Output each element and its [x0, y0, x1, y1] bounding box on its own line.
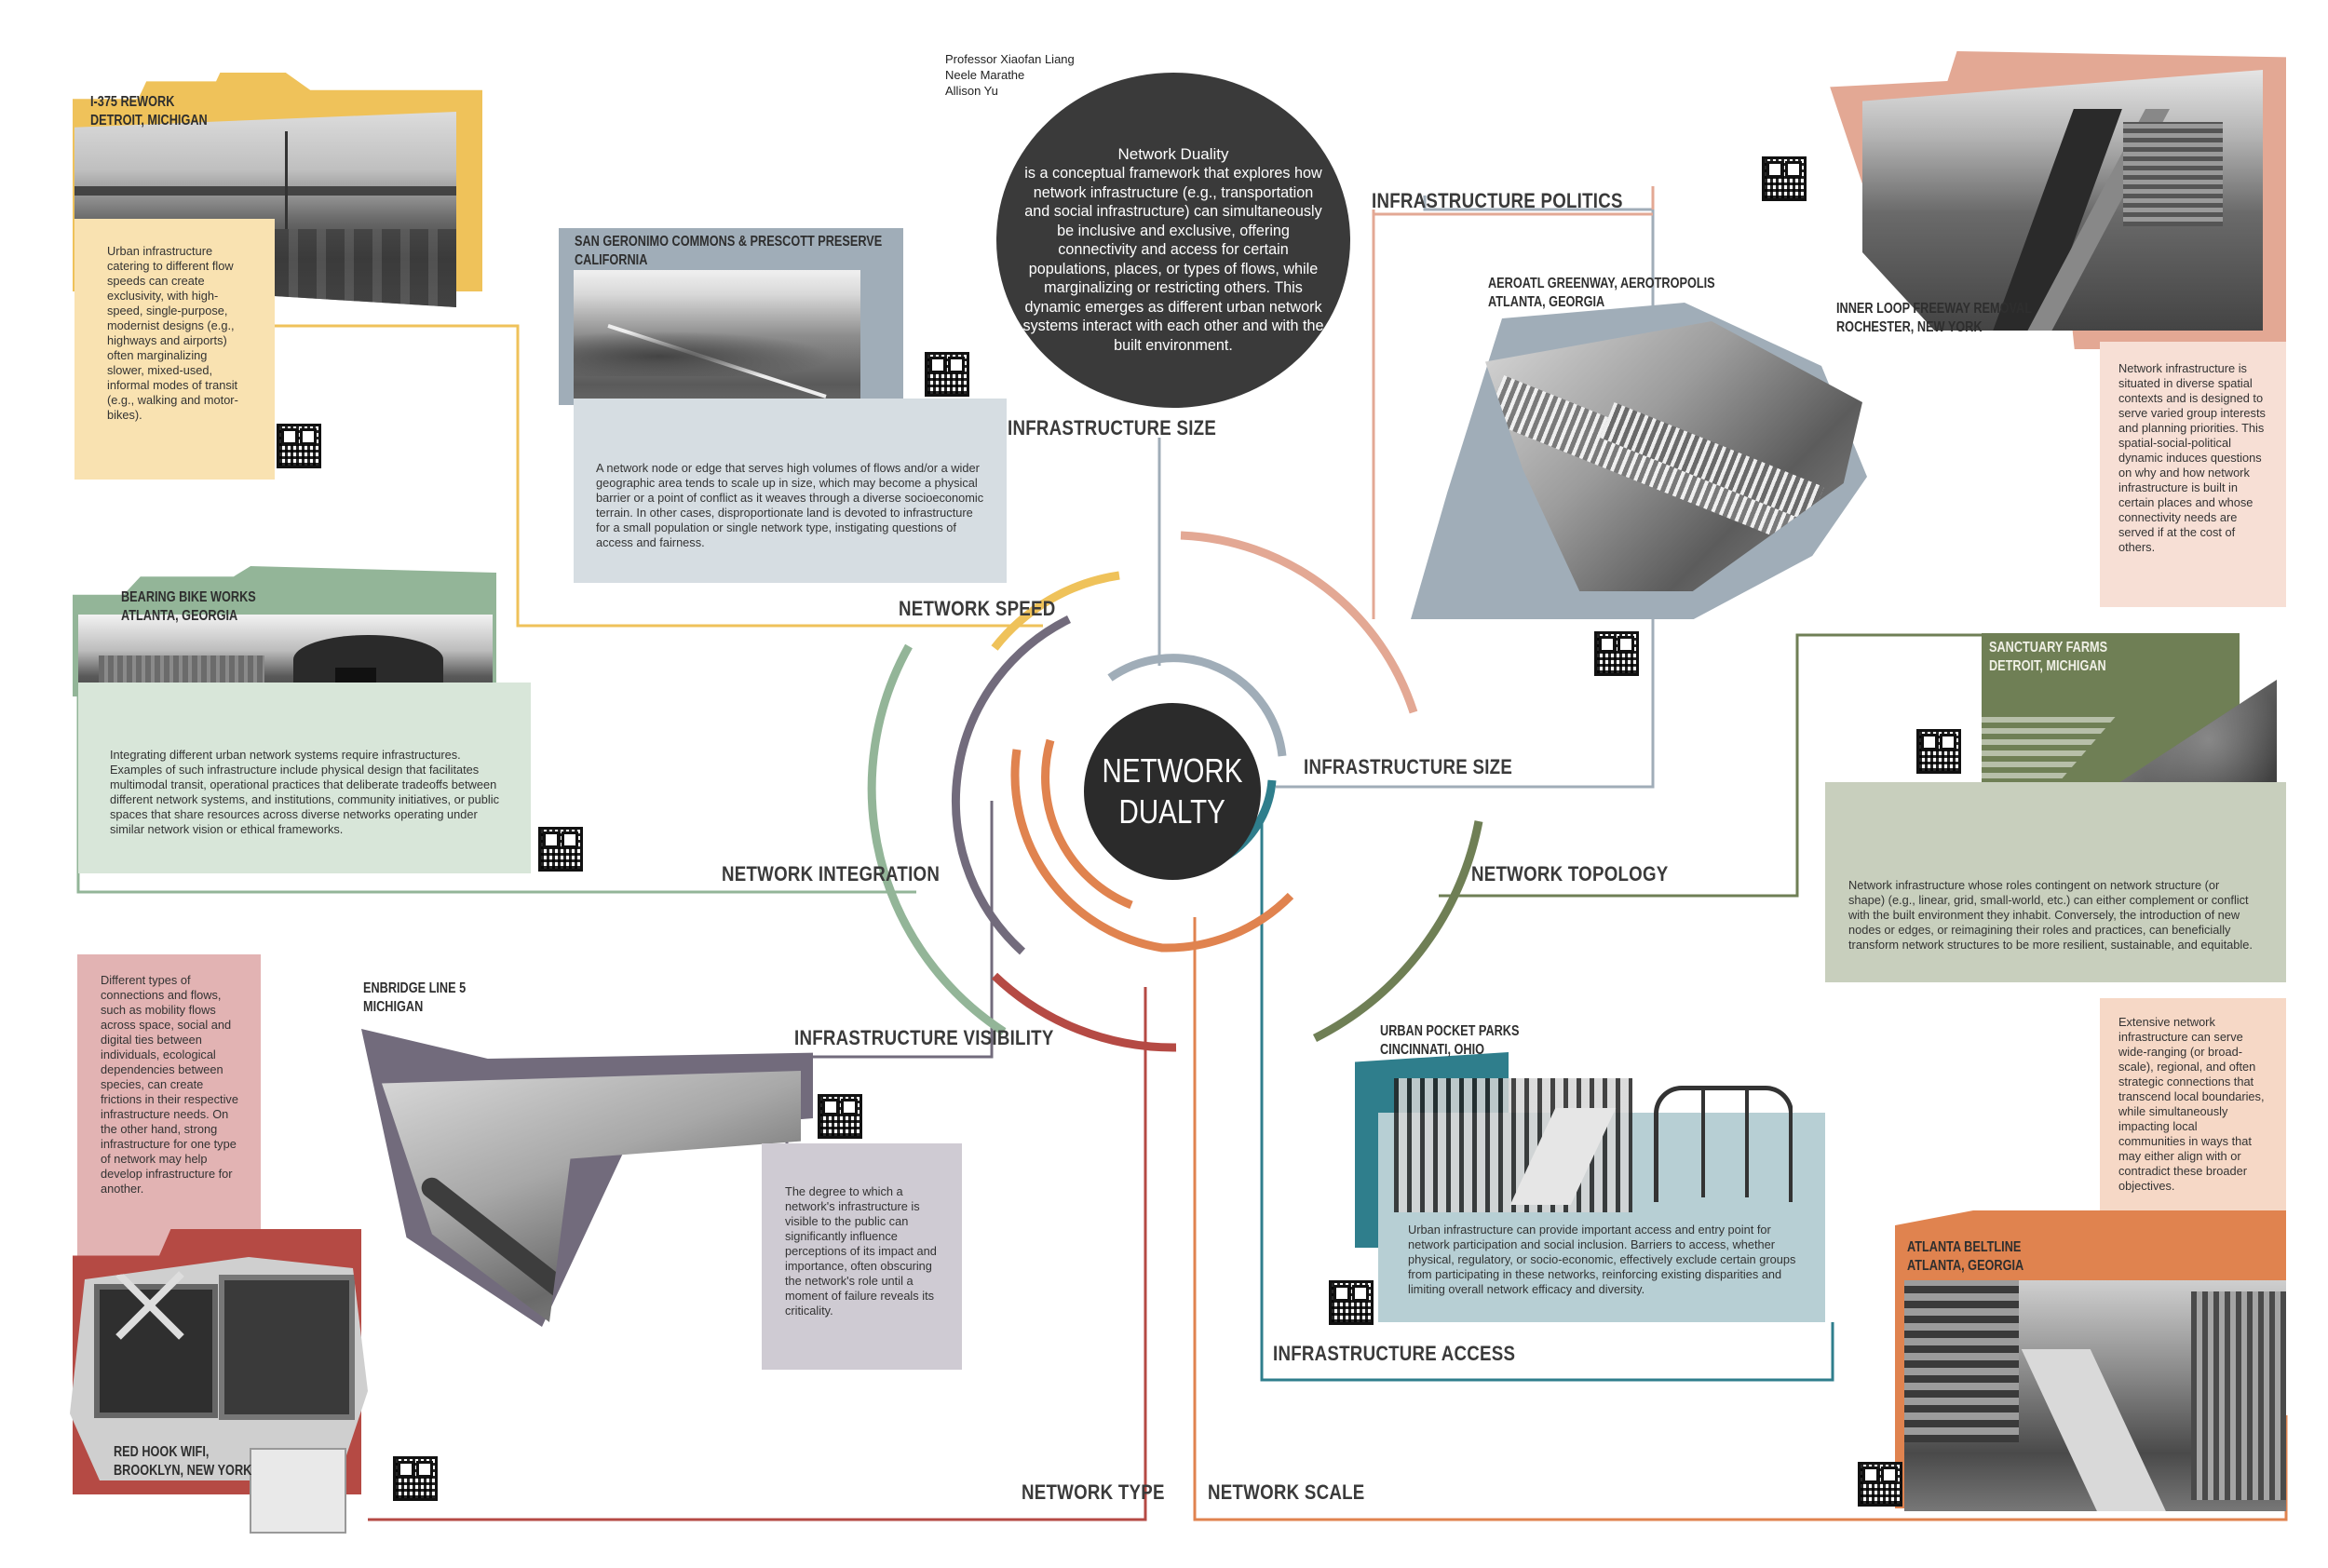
- ring-scale: [1010, 749, 1294, 953]
- label-infrastructure-size-top: INFRASTRUCTURE SIZE: [1008, 416, 1217, 439]
- enbridge-text-box: [762, 1143, 962, 1370]
- qr-code[interactable]: [925, 352, 969, 397]
- ring-visibility: [951, 615, 1071, 955]
- i375-place: I-375 REWORK DETROIT, MICHIGAN: [90, 94, 208, 128]
- label-infrastructure-size-center: INFRASTRUCTURE SIZE: [1304, 755, 1513, 778]
- i375-text-box: [74, 219, 275, 480]
- bearing-text-box: [78, 683, 531, 873]
- credit-author-2: Allison Yu: [945, 84, 998, 98]
- beltline-photo: [1904, 1280, 2286, 1511]
- aerotl-place: AEROATL GREENWAY, AEROTROPOLIS ATLANTA, …: [1488, 276, 1715, 310]
- label-infrastructure-visibility: INFRASTRUCTURE VISIBILITY: [794, 1026, 1054, 1049]
- inner-loop-photo: [1862, 70, 2263, 331]
- san-geronimo-text: A network node or edge that serves high …: [596, 461, 984, 549]
- label-network-type: NETWORK TYPE: [1022, 1480, 1165, 1504]
- label-network-speed: NETWORK SPEED: [899, 597, 1056, 620]
- label-infrastructure-access: INFRASTRUCTURE ACCESS: [1273, 1342, 1516, 1365]
- ring-type: [991, 972, 1177, 1052]
- red-hook-text: Different types of connections and flows…: [101, 973, 238, 1196]
- bearing-place: BEARING BIKE WORKS ATLANTA, GEORGIA: [121, 589, 256, 624]
- qr-code[interactable]: [1858, 1462, 1902, 1507]
- sanctuary-text-box: [1825, 782, 2286, 982]
- center-circle: NETWORK DUALTY: [1084, 703, 1261, 880]
- ring-integration: [867, 643, 1007, 1035]
- red-hook-place: RED HOOK WIFI, BROOKLYN, NEW YORK: [114, 1444, 252, 1479]
- inner-loop-place: INNER LOOP FREEWAY REMOVAL ROCHESTER, NE…: [1836, 301, 2032, 335]
- sanctuary-text: Network infrastructure whose roles conti…: [1848, 878, 2253, 952]
- red-hook-manual: [250, 1448, 346, 1534]
- label-network-integration: NETWORK INTEGRATION: [722, 862, 941, 885]
- san-geronimo-place: SAN GERONIMO COMMONS & PRESCOTT PRESERVE…: [575, 234, 883, 268]
- qr-code[interactable]: [1916, 729, 1961, 774]
- red-hook-photo: [70, 1257, 368, 1480]
- san-geronimo-text-box: [574, 399, 1007, 583]
- pocket-parks-photo: [1360, 1071, 1793, 1220]
- beltline-text: Extensive network infrastructure can ser…: [2118, 1015, 2265, 1193]
- pocket-parks-place: URBAN POCKET PARKS CINCINNATI, OHIO: [1380, 1023, 1520, 1058]
- qr-code[interactable]: [1594, 631, 1639, 676]
- label-network-topology: NETWORK TOPOLOGY: [1471, 862, 1669, 885]
- center-title-line1: NETWORK: [1102, 751, 1243, 790]
- enbridge-place: ENBRIDGE LINE 5 MICHIGAN: [363, 980, 467, 1015]
- ring-politics: [1180, 531, 1418, 714]
- credit-author-1: Neele Marathe: [945, 68, 1025, 82]
- ring-size: [1107, 654, 1287, 757]
- ring-speed: [991, 571, 1120, 651]
- qr-code[interactable]: [818, 1094, 862, 1139]
- pocket-parks-text: Urban infrastructure can provide importa…: [1408, 1223, 1796, 1296]
- qr-code[interactable]: [1329, 1280, 1374, 1325]
- qr-code[interactable]: [393, 1456, 438, 1501]
- speed-connector: [273, 324, 1043, 628]
- bearing-text: Integrating different urban network syst…: [110, 748, 499, 836]
- inner-loop-text: Network infrastructure is situated in di…: [2118, 361, 2266, 554]
- i375-text: Urban infrastructure catering to differe…: [107, 244, 238, 422]
- intro-title: Network Duality: [1117, 145, 1229, 163]
- ring-topology: [1312, 820, 1483, 1043]
- topology-connector: [1439, 633, 2077, 898]
- enbridge-text: The degree to which a network's infrastr…: [785, 1184, 937, 1318]
- type-connector: [368, 987, 1147, 1521]
- scale-connector: [1193, 917, 2288, 1521]
- qr-code[interactable]: [538, 827, 583, 872]
- qr-code[interactable]: [1762, 156, 1807, 201]
- label-infrastructure-politics: INFRASTRUCTURE POLITICS: [1372, 189, 1623, 212]
- inner-loop-text-box: [2100, 342, 2286, 607]
- beltline-place: ATLANTA BELTLINE ATLANTA, GEORGIA: [1907, 1239, 2024, 1274]
- credit-professor: Professor Xiaofan Liang: [945, 52, 1075, 66]
- intro-body: is a conceptual framework that explores …: [1022, 165, 1324, 354]
- intro-circle: Network Duality is a conceptual framewor…: [996, 73, 1350, 408]
- label-network-scale: NETWORK SCALE: [1208, 1480, 1365, 1504]
- access-connector: [1260, 815, 1834, 1382]
- center-title-line2: DUALTY: [1118, 792, 1226, 831]
- qr-code[interactable]: [277, 424, 321, 468]
- sanctuary-place: SANCTUARY FARMS DETROIT, MICHIGAN: [1989, 640, 2108, 674]
- ring-scale-inner: [1041, 738, 1133, 910]
- credits: Professor Xiaofan Liang Neele Marathe Al…: [945, 51, 1075, 99]
